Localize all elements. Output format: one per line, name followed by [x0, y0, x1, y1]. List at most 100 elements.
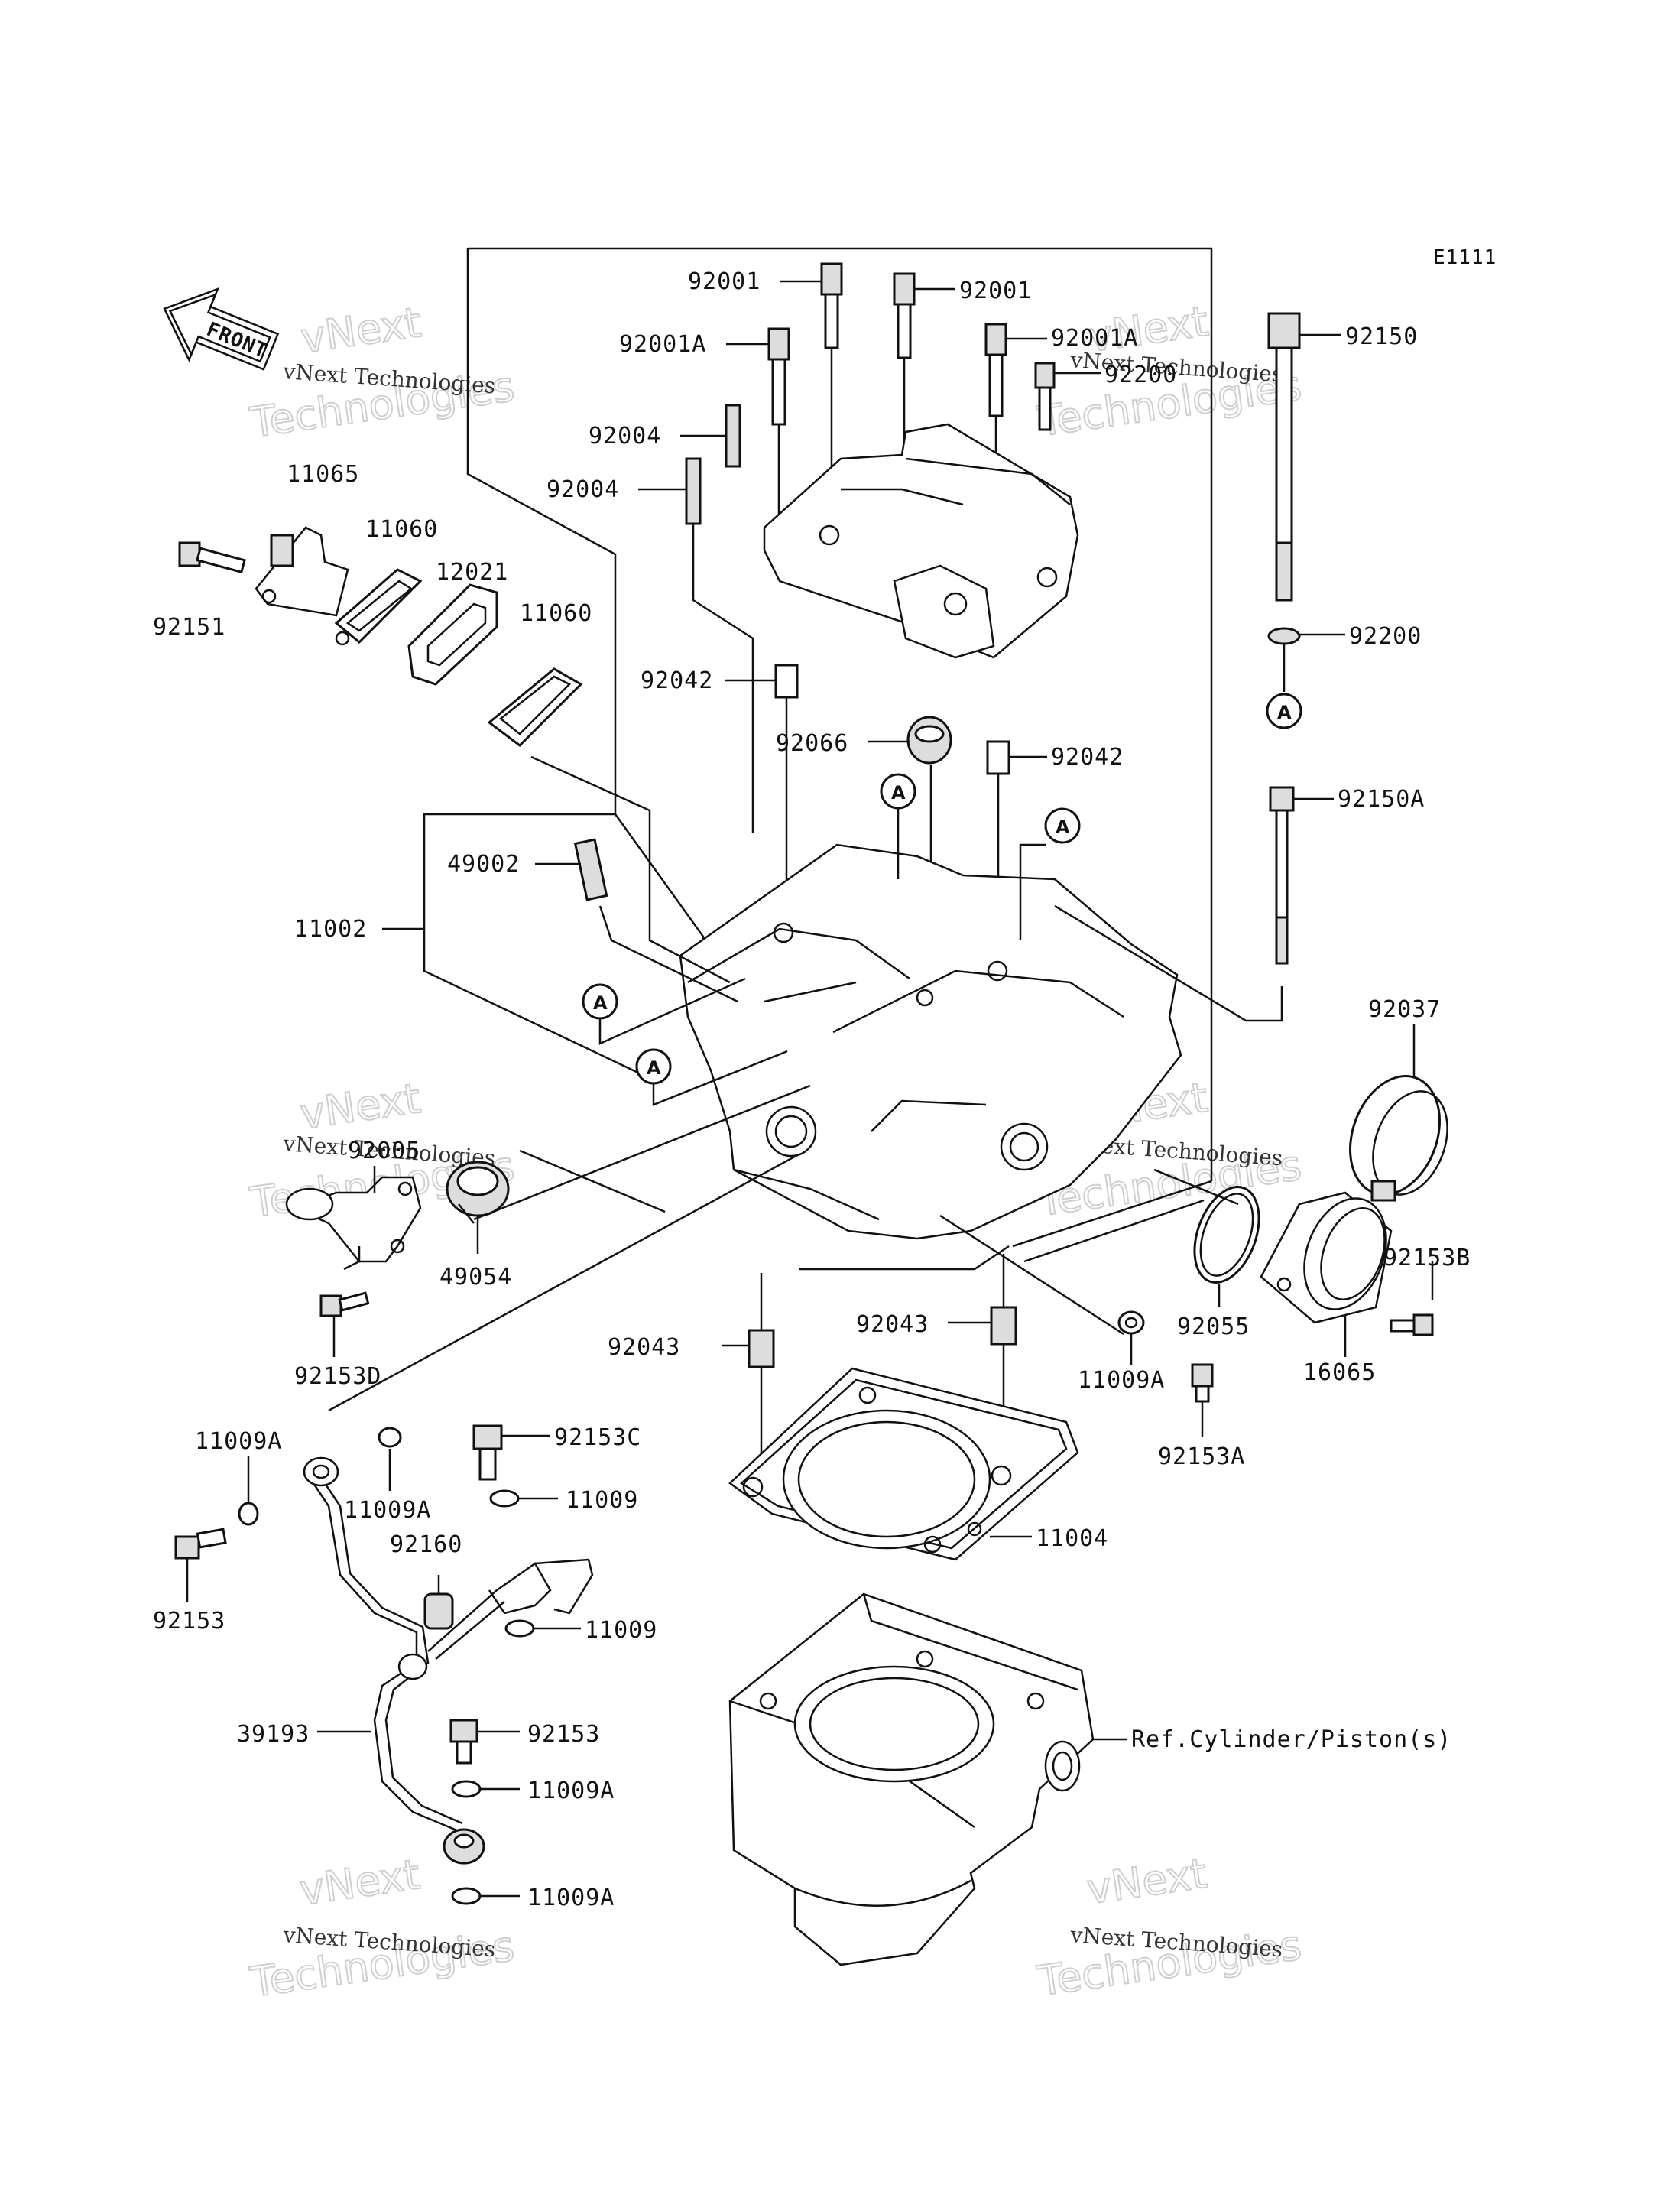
dowel-92042-right — [986, 740, 1010, 952]
label-92151: 92151 — [153, 614, 225, 641]
marker-a-text: A — [593, 992, 608, 1014]
label-92066: 92066 — [776, 730, 848, 757]
label-49002: 49002 — [447, 851, 520, 878]
label-11009-upper: 11009 — [566, 1487, 638, 1514]
label-92150A: 92150A — [1338, 786, 1425, 813]
stud-92004-upper — [725, 404, 741, 468]
thermostat-49054 — [446, 1161, 510, 1224]
washer-11009A-pipe-left — [238, 1502, 259, 1526]
label-92153-bottom: 92153 — [527, 1721, 600, 1748]
label-92001A-right: 92001A — [1051, 325, 1138, 352]
part-labels: 92001 92001 92001A 92001A 92200 92150 92… — [153, 268, 1471, 1911]
watermark-big-text: vNext — [297, 1074, 423, 1138]
label-39193: 39193 — [237, 1721, 310, 1748]
label-92153D: 92153D — [294, 1363, 381, 1390]
washer-11009-lower — [504, 1619, 535, 1638]
valve-49002 — [573, 838, 738, 1003]
label-92001A-left: 92001A — [619, 331, 706, 358]
marker-a-text: A — [891, 782, 906, 804]
washer-11009A-bottom-upper — [451, 1780, 482, 1798]
label-92043-left: 92043 — [608, 1334, 680, 1361]
label-92200: 92200 — [1349, 623, 1422, 650]
label-11060-lower: 11060 — [520, 600, 592, 627]
washer-11009A-bottom-lower — [451, 1887, 482, 1905]
label-11065: 11065 — [287, 461, 359, 488]
label-leaders — [186, 280, 1434, 1898]
bolt-92153-bottom — [449, 1719, 478, 1765]
label-92200-top: 92200 — [1104, 362, 1177, 388]
label-11009A-bottom-upper: 11009A — [527, 1778, 615, 1804]
marker-a-5: A — [635, 1048, 788, 1106]
bolt-92001A-left — [767, 327, 790, 528]
reed-12021 — [407, 583, 498, 686]
label-16065: 16065 — [1303, 1359, 1376, 1386]
washer-11009-upper — [489, 1489, 520, 1508]
label-92042-right: 92042 — [1051, 744, 1124, 771]
bolt-92001-left — [820, 262, 843, 505]
label-11009-lower: 11009 — [585, 1617, 657, 1644]
label-11009A-right: 11009A — [1078, 1367, 1165, 1394]
camshaft-holder — [763, 423, 1079, 659]
label-11002: 11002 — [294, 916, 367, 943]
marker-a-text: A — [1277, 702, 1292, 723]
intake-pipe-16065 — [1260, 1191, 1393, 1324]
bolt-92153B — [1390, 1313, 1434, 1336]
front-arrow-icon: FRONT — [163, 287, 280, 371]
cylinder-head — [679, 843, 1182, 1240]
watermark-bottom-right: vNext Technologies — [1033, 1849, 1305, 2007]
bolt-92153-left — [174, 1528, 227, 1560]
label-11009A-bottom-lower: 11009A — [527, 1885, 615, 1911]
bolt-92153A — [1191, 1363, 1214, 1403]
label-92004-lower: 92004 — [546, 476, 619, 503]
cylinder-body — [728, 1592, 1127, 1966]
marker-a-3: A — [1019, 807, 1081, 940]
watermark-big-text: vNext — [297, 1850, 423, 1914]
fitting-92160 — [423, 1592, 454, 1630]
washer-92200 — [1267, 627, 1301, 692]
dowel-92043-left — [748, 1273, 775, 1476]
label-92001-right: 92001 — [959, 278, 1032, 304]
stud-92150 — [1267, 312, 1301, 602]
bolt-92153D — [319, 1291, 370, 1317]
marker-a-4: A — [582, 977, 746, 1045]
label-92042-left: 92042 — [641, 667, 713, 694]
thermostat-housing-92005 — [285, 1176, 422, 1271]
marker-a-2: A — [880, 773, 916, 879]
head-gasket-11004 — [728, 1367, 1079, 1561]
label-11009A-pipe-left: 11009A — [195, 1428, 282, 1455]
diagram-code: E1111 — [1433, 246, 1497, 269]
label-92160: 92160 — [390, 1531, 462, 1558]
label-92043-right: 92043 — [856, 1311, 929, 1338]
label-92153C: 92153C — [554, 1424, 641, 1451]
label-11009A-pipe-top: 11009A — [344, 1497, 431, 1524]
label-92037: 92037 — [1368, 996, 1441, 1023]
label-92153B: 92153B — [1383, 1245, 1471, 1271]
pipe-39193 — [303, 1456, 594, 1833]
label-92150: 92150 — [1345, 323, 1418, 350]
watermark-bottom-left: vNext Technologies — [246, 1849, 517, 2008]
bolt-92151 — [178, 541, 246, 574]
clamp-92037 — [1349, 1075, 1448, 1202]
washer-11009A-right — [1117, 1310, 1145, 1335]
label-12021: 12021 — [436, 559, 508, 586]
marker-a-text: A — [647, 1057, 661, 1079]
bolt-92153C — [472, 1424, 503, 1481]
label-92004-upper: 92004 — [589, 423, 661, 450]
label-92153A: 92153A — [1158, 1443, 1245, 1470]
label-11060-upper: 11060 — [365, 516, 438, 543]
bolt-92001-small — [1034, 362, 1056, 431]
stud-92150A — [1054, 786, 1295, 1022]
watermark-big-text: vNext — [1084, 1849, 1210, 1914]
o-ring-92055 — [1193, 1186, 1260, 1284]
gasket-11060-upper — [334, 568, 423, 644]
gasket-11060-lower — [487, 667, 731, 984]
leader-lines-main — [328, 1084, 1239, 1412]
label-92005: 92005 — [348, 1138, 420, 1164]
banjo-11009A-bottom — [443, 1828, 485, 1865]
label-92001-left: 92001 — [688, 268, 761, 295]
washer-11009A-pipe-top — [378, 1427, 402, 1448]
reed-valve-cover-11065 — [255, 526, 350, 646]
label-92153-left: 92153 — [153, 1608, 225, 1635]
